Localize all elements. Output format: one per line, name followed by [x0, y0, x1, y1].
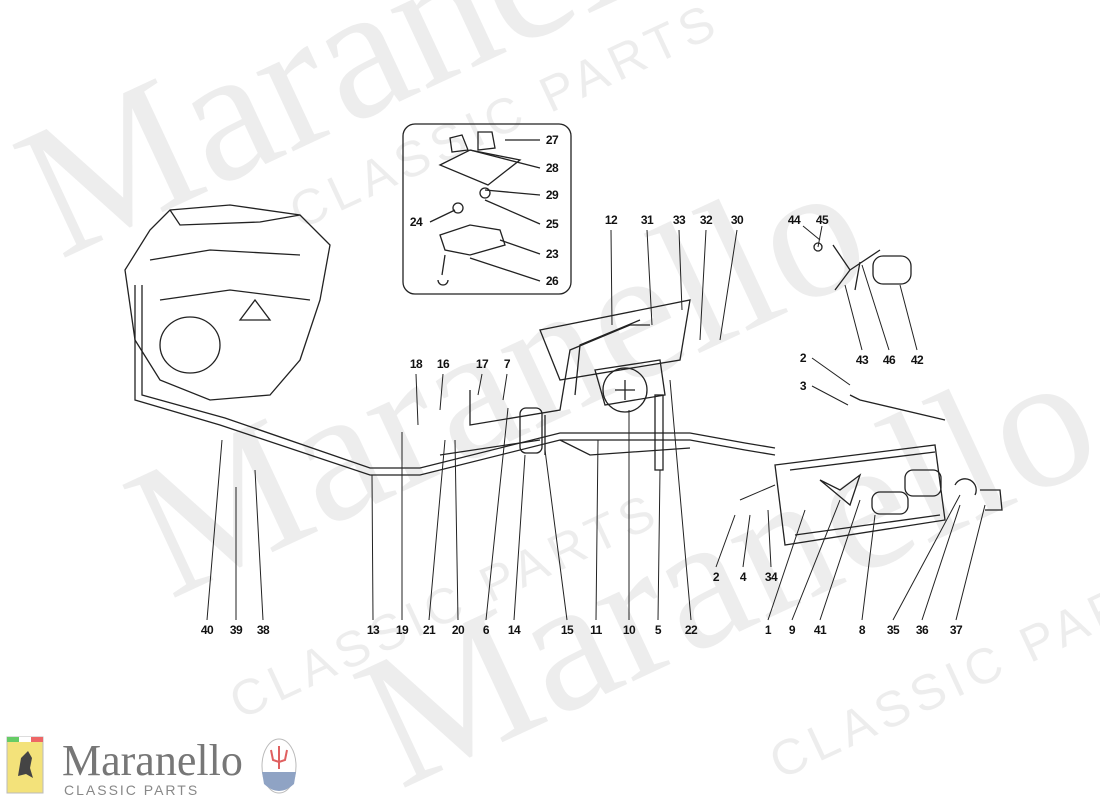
callout-label: 40 — [200, 623, 214, 637]
callout-label: 22 — [684, 623, 698, 637]
callout-label: 18 — [409, 357, 423, 371]
callout-label: 2 — [712, 570, 720, 584]
callout-label: 2 — [799, 351, 807, 365]
callout-label: 15 — [560, 623, 574, 637]
callout-label: 44 — [787, 213, 801, 227]
callout-label: 30 — [730, 213, 744, 227]
receiver-drier — [519, 407, 543, 454]
callout-label: 20 — [451, 623, 465, 637]
fan-motor — [813, 242, 912, 291]
engine — [124, 204, 331, 401]
callout-label: 39 — [229, 623, 243, 637]
callout-label: 16 — [436, 357, 450, 371]
condenser — [774, 394, 1003, 546]
maranello-logo: Maranello CLASSIC PARTS — [6, 736, 306, 798]
callout-label: 34 — [764, 570, 778, 584]
callout-label: 28 — [545, 161, 559, 175]
callout-label: 43 — [855, 353, 869, 367]
callout-label: 14 — [507, 623, 521, 637]
callout-label: 7 — [503, 357, 511, 371]
callout-label: 1 — [764, 623, 772, 637]
callout-label: 3 — [799, 379, 807, 393]
callout-label: 36 — [915, 623, 929, 637]
inset-frame — [402, 123, 572, 295]
callout-label: 12 — [604, 213, 618, 227]
callout-label: 17 — [475, 357, 489, 371]
callout-label: 45 — [815, 213, 829, 227]
callout-label: 31 — [640, 213, 654, 227]
callout-label: 24 — [409, 215, 423, 229]
callout-label: 32 — [699, 213, 713, 227]
callout-label: 46 — [882, 353, 896, 367]
pipes — [134, 285, 776, 476]
callout-label: 5 — [654, 623, 662, 637]
maserati-badge-icon — [261, 738, 297, 794]
callout-label: 25 — [545, 217, 559, 231]
callout-label: 29 — [545, 188, 559, 202]
callout-label: 38 — [256, 623, 270, 637]
callout-label: 35 — [886, 623, 900, 637]
callout-label: 26 — [545, 274, 559, 288]
callout-label: 21 — [422, 623, 436, 637]
callout-label: 19 — [395, 623, 409, 637]
callout-label: 33 — [672, 213, 686, 227]
brand-subtitle: CLASSIC PARTS — [64, 782, 200, 798]
callout-label: 41 — [813, 623, 827, 637]
callout-label: 13 — [366, 623, 380, 637]
inset-parts — [429, 131, 541, 286]
compressor — [539, 299, 691, 471]
callout-label: 4 — [739, 570, 747, 584]
callout-label: 9 — [788, 623, 796, 637]
callout-label: 42 — [910, 353, 924, 367]
brand-name: Maranello — [62, 736, 243, 785]
leader-lines — [206, 225, 986, 621]
callout-label: 37 — [949, 623, 963, 637]
callout-label: 10 — [622, 623, 636, 637]
callout-label: 6 — [482, 623, 490, 637]
callout-label: 23 — [545, 247, 559, 261]
callout-label: 11 — [590, 623, 602, 637]
callout-label: 27 — [545, 133, 559, 147]
callout-label: 8 — [858, 623, 866, 637]
ferrari-badge-icon — [6, 736, 44, 794]
